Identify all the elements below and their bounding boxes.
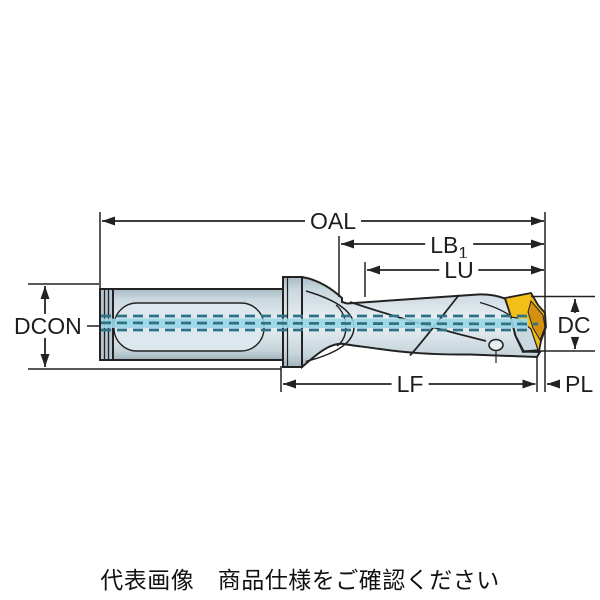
dim-label-lb1: LB1 <box>425 231 473 262</box>
dim-label-dc: DC <box>552 313 596 337</box>
dim-label-pl: PL <box>560 372 599 396</box>
caption-text: 代表画像 商品仕様をご確認ください <box>100 567 500 593</box>
coolant-centerlines <box>100 314 539 332</box>
dim-label-lb1-main: LB <box>430 231 459 258</box>
dim-label-oal: OAL <box>304 209 362 233</box>
insert-facet <box>527 299 546 342</box>
dim-label-lu: LU <box>439 258 479 282</box>
dim-label-dcon: DCON <box>9 314 87 338</box>
dim-label-lf: LF <box>391 372 429 396</box>
dim-label-lb1-subscript: 1 <box>458 243 468 263</box>
coolant-dash-line <box>100 321 539 326</box>
coolant-hole <box>488 338 504 363</box>
